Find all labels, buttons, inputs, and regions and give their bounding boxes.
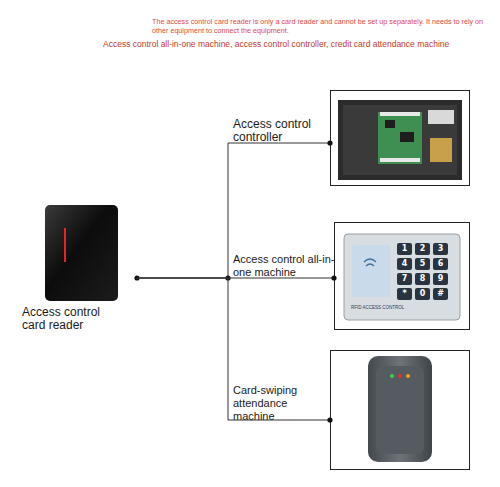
controller-inner <box>343 105 457 175</box>
keypad-key: 5 <box>415 258 430 270</box>
keypad-key: 0 <box>415 288 430 300</box>
keypad-key: # <box>433 288 448 300</box>
keypad-key: 6 <box>433 258 448 270</box>
power-module <box>428 110 454 124</box>
device-label: Access control card reader <box>22 306 114 332</box>
controller-enclosure <box>338 100 462 180</box>
keypad-key: 3 <box>433 243 448 255</box>
note-text: The access control card reader is only a… <box>152 17 494 35</box>
controller-pcb <box>378 112 422 164</box>
card-area <box>352 245 390 297</box>
device-photo-box: Access control all-in-one machine1234567… <box>334 222 470 330</box>
device-photo-box: Card-swiping attendance machine <box>330 350 470 470</box>
note-text: Access control all-in-one machine, acces… <box>103 39 493 49</box>
transformer <box>430 138 452 162</box>
keypad-key: 8 <box>415 273 430 285</box>
device-photo-box: Access control controller <box>330 90 470 186</box>
keypad-key: 1 <box>397 243 412 255</box>
device-label: Access control controller <box>233 118 329 144</box>
junction-dot <box>134 275 139 280</box>
keypad-key: 7 <box>397 273 412 285</box>
keypad-key: 9 <box>433 273 448 285</box>
card-reader-body <box>45 205 118 301</box>
device-label: Card-swiping attendance machine <box>233 384 313 423</box>
keypad-key: 2 <box>415 243 430 255</box>
status-led <box>398 374 402 378</box>
terminal-strip <box>380 158 420 162</box>
status-led <box>406 374 410 378</box>
keypad-key: 4 <box>397 258 412 270</box>
keypad-device-body <box>344 234 460 320</box>
attendance-reader-face <box>376 366 424 454</box>
junction-dot <box>225 275 230 280</box>
device-print: RFID ACCESS CONTROL <box>351 305 411 311</box>
keypad-key: * <box>397 288 412 300</box>
device-label: Access control all-in-one machine <box>233 253 335 279</box>
reader-red-led <box>64 228 66 262</box>
pcb-chip <box>400 132 414 142</box>
rfid-symbol <box>364 259 376 266</box>
device-photo-box: Access control card reader <box>40 200 137 302</box>
pcb-chip <box>385 120 395 128</box>
status-led <box>390 374 394 378</box>
terminal-strip <box>380 112 420 116</box>
attendance-reader-body <box>368 356 432 462</box>
